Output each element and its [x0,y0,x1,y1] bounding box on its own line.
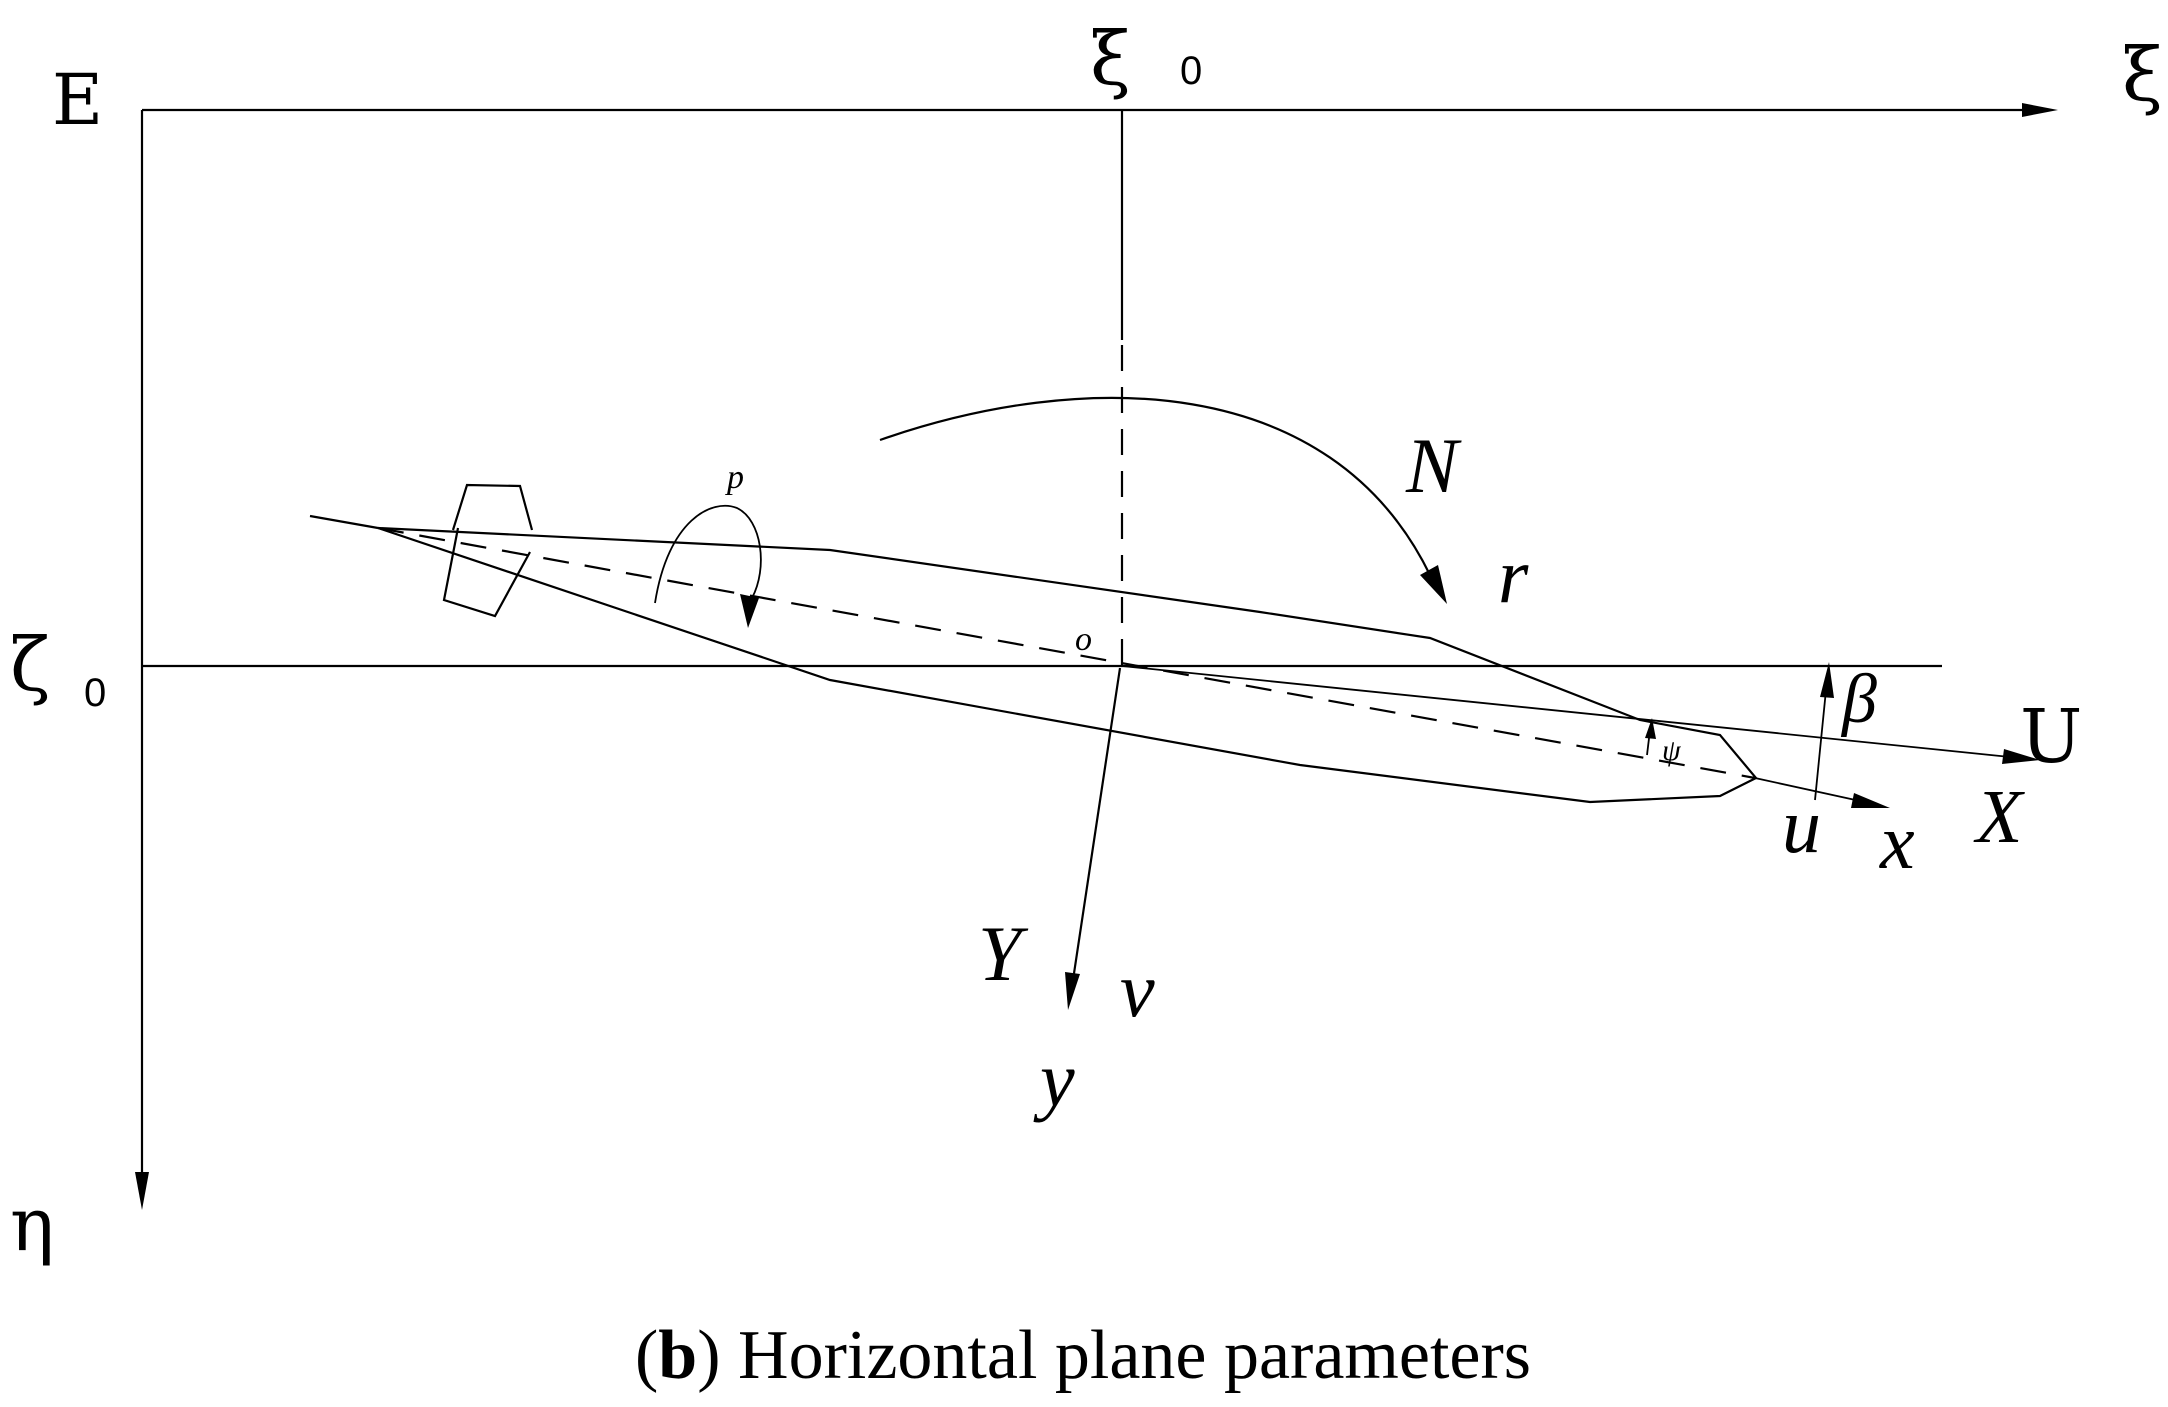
N-moment-arrowhead [1420,565,1447,604]
label-v: v [1120,946,1155,1033]
caption-text: Horizontal plane parameters [721,1317,1531,1394]
hull-outline [377,526,1758,804]
earth-frame [135,103,2058,1210]
label-x: x [1879,798,1915,885]
x-axis-line [1754,777,1861,802]
beta-arrowhead [1820,662,1834,698]
sail-fin [451,483,534,531]
label-psi: ψ [1662,734,1682,767]
caption-close-paren: ) [697,1317,720,1394]
label-xi0: ξ [1090,16,1131,102]
label-u: u [1782,782,1821,869]
figure-caption: (b) Horizontal plane parameters [635,1317,1531,1394]
label-beta: β [1840,661,1877,738]
label-y: y [1033,1036,1075,1123]
label-p: p [725,459,744,496]
body-longitudinal-dashed [377,526,1756,780]
hull-tail-spike [309,514,379,530]
p-roll-arc [654,504,762,604]
psi-arrowhead [1645,718,1656,739]
body-vectors [654,396,2040,1010]
label-xi0-subscript: 0 [1180,49,1202,93]
label-E: E [52,59,103,141]
labels: E ξ ξ 0 ζ 0 η N r p o β ψ U X u x Y v y [10,16,2163,1268]
vehicle [309,483,1758,804]
label-zeta0: ζ [10,622,50,708]
label-o: o [1075,621,1092,658]
rudder-fin [442,527,531,618]
xi-axis-arrowhead [2022,103,2058,117]
y-axis-arrowhead [1065,972,1080,1010]
u-velocity-line [1121,665,2011,758]
label-Y: Y [978,910,1029,997]
y-axis-line [1071,667,1122,981]
label-X: X [1973,775,2025,859]
caption-open-paren: ( [635,1317,658,1394]
beta-angle-line [1814,689,1827,801]
label-r: r [1498,532,1529,619]
x-axis-arrowhead [1851,793,1890,808]
label-xi-axis: ξ [2122,32,2163,118]
label-N: N [1405,422,1462,509]
N-moment-arc [879,396,1431,576]
caption-letter: b [658,1317,697,1394]
eta-axis-arrowhead [135,1172,149,1210]
u-velocity-arrowhead [2002,749,2040,764]
label-U: U [2020,694,2082,780]
label-zeta0-subscript: 0 [84,671,106,715]
label-eta: η [10,1182,54,1268]
p-roll-arrowhead [740,594,759,628]
